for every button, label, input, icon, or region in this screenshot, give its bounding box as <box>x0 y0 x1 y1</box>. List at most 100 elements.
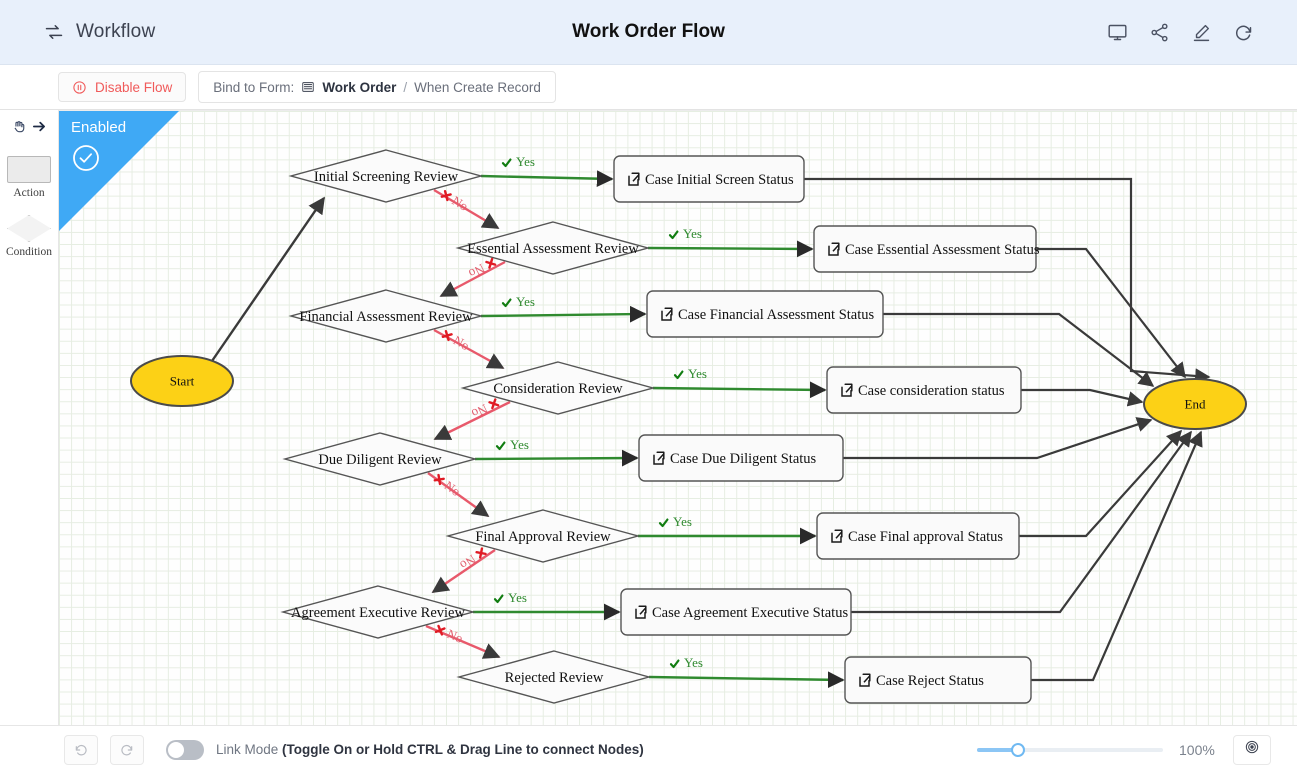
edge-label-text: Yes <box>516 154 535 169</box>
edge-label-text: No <box>445 626 465 646</box>
edge-label-text: No <box>450 193 471 214</box>
redo-button[interactable] <box>110 734 144 765</box>
bind-to-form-label: Bind to Form: <box>213 79 295 95</box>
flow-node-a4[interactable]: Case consideration status <box>826 366 1022 414</box>
toggle-knob <box>168 741 184 758</box>
edge-a2-end[interactable] <box>1036 247 1186 379</box>
check-circle-icon <box>72 144 100 172</box>
action-shape <box>638 434 844 482</box>
edge-a4-end[interactable] <box>1021 388 1144 407</box>
node-label: Case Due Diligent Status <box>670 451 817 467</box>
edge-label-text: No <box>466 261 487 282</box>
cross-mark-icon <box>488 398 500 410</box>
zoom-slider[interactable] <box>977 742 1163 758</box>
footer-right-group: 100% <box>977 734 1271 765</box>
share-icon[interactable] <box>1145 18 1173 46</box>
display-icon[interactable] <box>1103 18 1131 46</box>
edge-label-no: No <box>466 257 497 282</box>
edge-a6-end[interactable] <box>1019 429 1183 538</box>
flow-node-a5[interactable]: Case Due Diligent Status <box>638 434 844 482</box>
edge-label-yes: Yes <box>669 655 703 670</box>
edge-label-text: No <box>469 401 490 421</box>
pause-circle-icon <box>72 80 87 95</box>
bind-trigger-label: When Create Record <box>414 79 541 95</box>
check-mark-icon <box>669 659 680 669</box>
flow-node-c5[interactable]: Due Diligent Review <box>282 432 478 486</box>
edge-label-text: No <box>451 332 472 353</box>
palette-item-condition[interactable]: Condition <box>6 215 52 258</box>
edge-a7-end[interactable] <box>851 430 1192 614</box>
edge-c5-a5[interactable] <box>474 449 639 467</box>
zoom-percent-label: 100% <box>1179 741 1215 758</box>
form-table-icon <box>301 80 315 94</box>
zoom-slider-knob[interactable] <box>1010 742 1025 757</box>
flow-node-a6[interactable]: Case Final approval Status <box>816 512 1020 560</box>
edge-a8-end[interactable] <box>1031 430 1203 682</box>
refresh-icon[interactable] <box>1229 18 1257 46</box>
flow-node-a3[interactable]: Case Financial Assessment Status <box>646 290 884 338</box>
link-mode-text: Link Mode (Toggle On or Hold CTRL & Drag… <box>216 742 644 757</box>
bind-to-form-control[interactable]: Bind to Form: Work Order / When Create R… <box>198 71 556 103</box>
edit-square-icon <box>653 451 665 465</box>
flow-node-a1[interactable]: Case Initial Screen Status <box>613 155 805 203</box>
flow-node-c6[interactable]: Final Approval Review <box>445 509 641 563</box>
edge-c1-a1[interactable] <box>480 170 614 188</box>
link-mode-toggle[interactable] <box>166 739 204 760</box>
disable-flow-label: Disable Flow <box>95 79 173 95</box>
flow-node-c4[interactable]: Consideration Review <box>460 361 656 415</box>
header-left-group[interactable]: Workflow <box>44 21 155 43</box>
check-mark-icon <box>501 298 512 308</box>
edge-label-text: No <box>457 552 479 573</box>
flow-node-end[interactable]: End <box>1143 378 1247 430</box>
flow-node-a7[interactable]: Case Agreement Executive Status <box>620 588 852 636</box>
workflow-swap-icon <box>44 22 64 42</box>
condition-shape <box>280 585 476 639</box>
edge-label-text: Yes <box>516 294 535 309</box>
action-shape <box>646 290 884 338</box>
edge-label-yes: Yes <box>493 590 527 605</box>
flow-node-c1[interactable]: Initial Screening Review <box>288 149 484 203</box>
edit-square-icon <box>828 242 840 256</box>
cross-mark-icon <box>475 547 487 559</box>
disable-flow-button[interactable]: Disable Flow <box>58 72 187 102</box>
pan-tool-button[interactable] <box>11 118 48 140</box>
condition-shape <box>288 289 484 343</box>
cross-mark-icon <box>433 473 445 486</box>
condition-shape <box>282 432 478 486</box>
edge-c2-c3[interactable] <box>439 260 506 298</box>
edge-a1-end[interactable] <box>804 177 1211 384</box>
flow-diagram[interactable]: Start End Initial Screening ReviewEssentia… <box>59 111 1297 725</box>
edge-label-text: Yes <box>510 437 529 452</box>
cross-mark-icon <box>441 330 453 342</box>
edge-c2-a2[interactable] <box>647 240 814 258</box>
node-label: Due Diligent Review <box>318 452 442 468</box>
flow-node-a2[interactable]: Case Essential Assessment Status <box>813 225 1040 273</box>
flow-node-c3[interactable]: Financial Assessment Review <box>288 289 484 343</box>
fit-to-screen-button[interactable] <box>1233 734 1271 765</box>
check-mark-icon <box>658 518 669 528</box>
link-mode-label: Link Mode <box>216 742 283 757</box>
edge-c8-a8[interactable] <box>648 671 845 689</box>
flow-canvas[interactable]: Enabled S <box>59 110 1297 725</box>
edge-a5-end[interactable] <box>843 417 1153 460</box>
flow-node-a8[interactable]: Case Reject Status <box>844 656 1032 704</box>
flow-node-start[interactable]: Start <box>130 355 234 407</box>
canvas-footer: Link Mode (Toggle On or Hold CTRL & Drag… <box>0 725 1297 773</box>
palette-item-action[interactable]: Action <box>7 156 51 199</box>
edge-c4-c5[interactable] <box>433 400 511 441</box>
flow-node-c2[interactable]: Essential Assessment Review <box>455 221 651 275</box>
flow-node-c8[interactable]: Rejected Review <box>456 650 652 704</box>
edge-a3-end[interactable] <box>883 312 1155 387</box>
edge-c4-a4[interactable] <box>652 381 827 399</box>
undo-button[interactable] <box>64 734 98 765</box>
enabled-banner-label: Enabled <box>71 119 127 136</box>
edge-start-c1[interactable] <box>211 196 325 362</box>
flow-node-c7[interactable]: Agreement Executive Review <box>280 585 476 639</box>
edit-pencil-icon[interactable] <box>1187 18 1215 46</box>
edge-label-yes: Yes <box>495 437 529 452</box>
edge-label-text: Yes <box>673 514 692 529</box>
edge-c6-c7[interactable] <box>431 549 496 593</box>
edge-c3-a3[interactable] <box>480 305 647 323</box>
